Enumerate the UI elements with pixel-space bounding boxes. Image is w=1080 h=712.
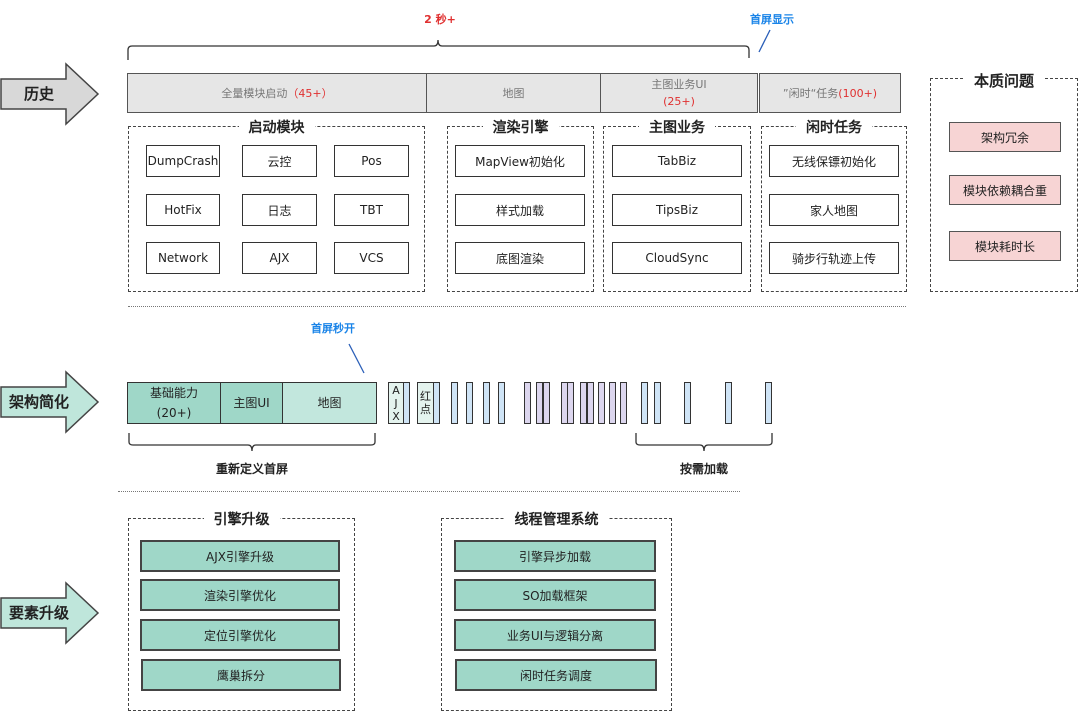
module-box: MapView初始化	[455, 145, 585, 177]
module-box: TipsBiz	[612, 194, 742, 226]
upgrade-item: 定位引擎优化	[140, 619, 340, 651]
module-bar-purple	[609, 382, 616, 424]
first-screen-fast-label: 首屏秒开	[311, 322, 355, 335]
module-bar-purple	[524, 382, 531, 424]
module-box: Network	[146, 242, 220, 274]
upgrade-item: 鹰巢拆分	[141, 659, 341, 691]
module-bar	[403, 382, 410, 424]
module-bar-purple	[536, 382, 543, 424]
first-screen-label: 首屏显示	[750, 13, 794, 26]
module-bar-blue	[451, 382, 458, 424]
first-screen-fast-pointer	[348, 343, 365, 374]
module-box: CloudSync	[612, 242, 742, 274]
duration-label: 2 秒+	[424, 13, 456, 26]
module-bar-purple	[598, 382, 605, 424]
top-brace	[127, 39, 750, 60]
module-box: Pos	[334, 145, 409, 177]
module-box: 骑步行轨迹上传	[769, 242, 899, 274]
divider	[128, 306, 906, 307]
group-startup-modules: 启动模块	[128, 120, 425, 292]
module-bar-purple	[567, 382, 574, 424]
simplify-arrow: 架构简化	[0, 370, 100, 434]
elements-label: 要素升级	[8, 604, 69, 622]
group-idle-tasks: 闲时任务	[761, 120, 907, 292]
module-bar-blue	[654, 382, 661, 424]
module-box: 日志	[242, 194, 317, 226]
module-box: 家人地图	[769, 194, 899, 226]
issue-item: 架构冗余	[949, 122, 1061, 152]
module-bar-purple	[620, 382, 627, 424]
module-bar-blue	[466, 382, 473, 424]
module-box: VCS	[334, 242, 409, 274]
upgrade-item: 业务UI与逻辑分离	[454, 619, 656, 651]
module-bar-blue	[765, 382, 772, 424]
module-box: 底图渲染	[455, 242, 585, 274]
segment-base-capability: 基础能力(20+)	[127, 382, 221, 424]
module-bar-blue	[498, 382, 505, 424]
group-core-issues: 本质问题 架构冗余 模块依赖耦合重 模块耗时长	[930, 72, 1078, 292]
divider	[118, 491, 740, 492]
on-demand-label: 按需加载	[679, 462, 728, 476]
elements-arrow: 要素升级	[0, 581, 100, 645]
module-box: 样式加载	[455, 194, 585, 226]
module-bar-blue	[684, 382, 691, 424]
module-box: HotFix	[146, 194, 220, 226]
segment-main-ui: 主图UI	[220, 382, 283, 424]
group-main-business: 主图业务	[603, 120, 751, 292]
module-bar-blue	[483, 382, 490, 424]
issue-item: 模块耗时长	[949, 231, 1061, 261]
segment-idle-tasks: ”闲时“任务(100+)	[759, 73, 901, 113]
module-box: 无线保镖初始化	[769, 145, 899, 177]
history-label: 历史	[23, 85, 54, 103]
issue-item: 模块依赖耦合重	[949, 175, 1061, 205]
upgrade-item: AJX引擎升级	[140, 540, 340, 572]
segment-map: 地图	[282, 382, 377, 424]
segment-main-ui: 主图业务UI(25+)	[600, 73, 758, 113]
first-screen-pointer	[758, 29, 771, 53]
module-bar-blue	[641, 382, 648, 424]
module-bar-purple	[580, 382, 587, 424]
module-box: TabBiz	[612, 145, 742, 177]
group-engine-upgrade: 引擎升级	[128, 512, 355, 711]
upgrade-item: 闲时任务调度	[455, 659, 657, 691]
upgrade-item: SO加载框架	[454, 579, 656, 611]
module-box: DumpCrash	[146, 145, 220, 177]
module-bar-purple	[587, 382, 594, 424]
simplify-label: 架构简化	[8, 393, 69, 411]
redefine-first-screen-label: 重新定义首屏	[215, 462, 288, 476]
segment-all-modules: 全量模块启动（45+）	[127, 73, 427, 113]
module-bar-purple	[543, 382, 550, 424]
redefine-brace	[128, 433, 376, 452]
module-bar	[433, 382, 440, 424]
upgrade-item: 渲染引擎优化	[140, 579, 340, 611]
module-bar-blue	[725, 382, 732, 424]
red-dot-block: 红点	[417, 382, 434, 424]
upgrade-item: 引擎异步加载	[454, 540, 656, 572]
segment-map: 地图	[426, 73, 601, 113]
group-render-engine: 渲染引擎	[447, 120, 594, 292]
module-box: AJX	[242, 242, 317, 274]
module-box: TBT	[334, 194, 409, 226]
history-arrow: 历史	[0, 62, 100, 126]
on-demand-brace	[635, 433, 773, 452]
group-thread-management: 线程管理系统	[441, 512, 672, 711]
module-box: 云控	[242, 145, 317, 177]
